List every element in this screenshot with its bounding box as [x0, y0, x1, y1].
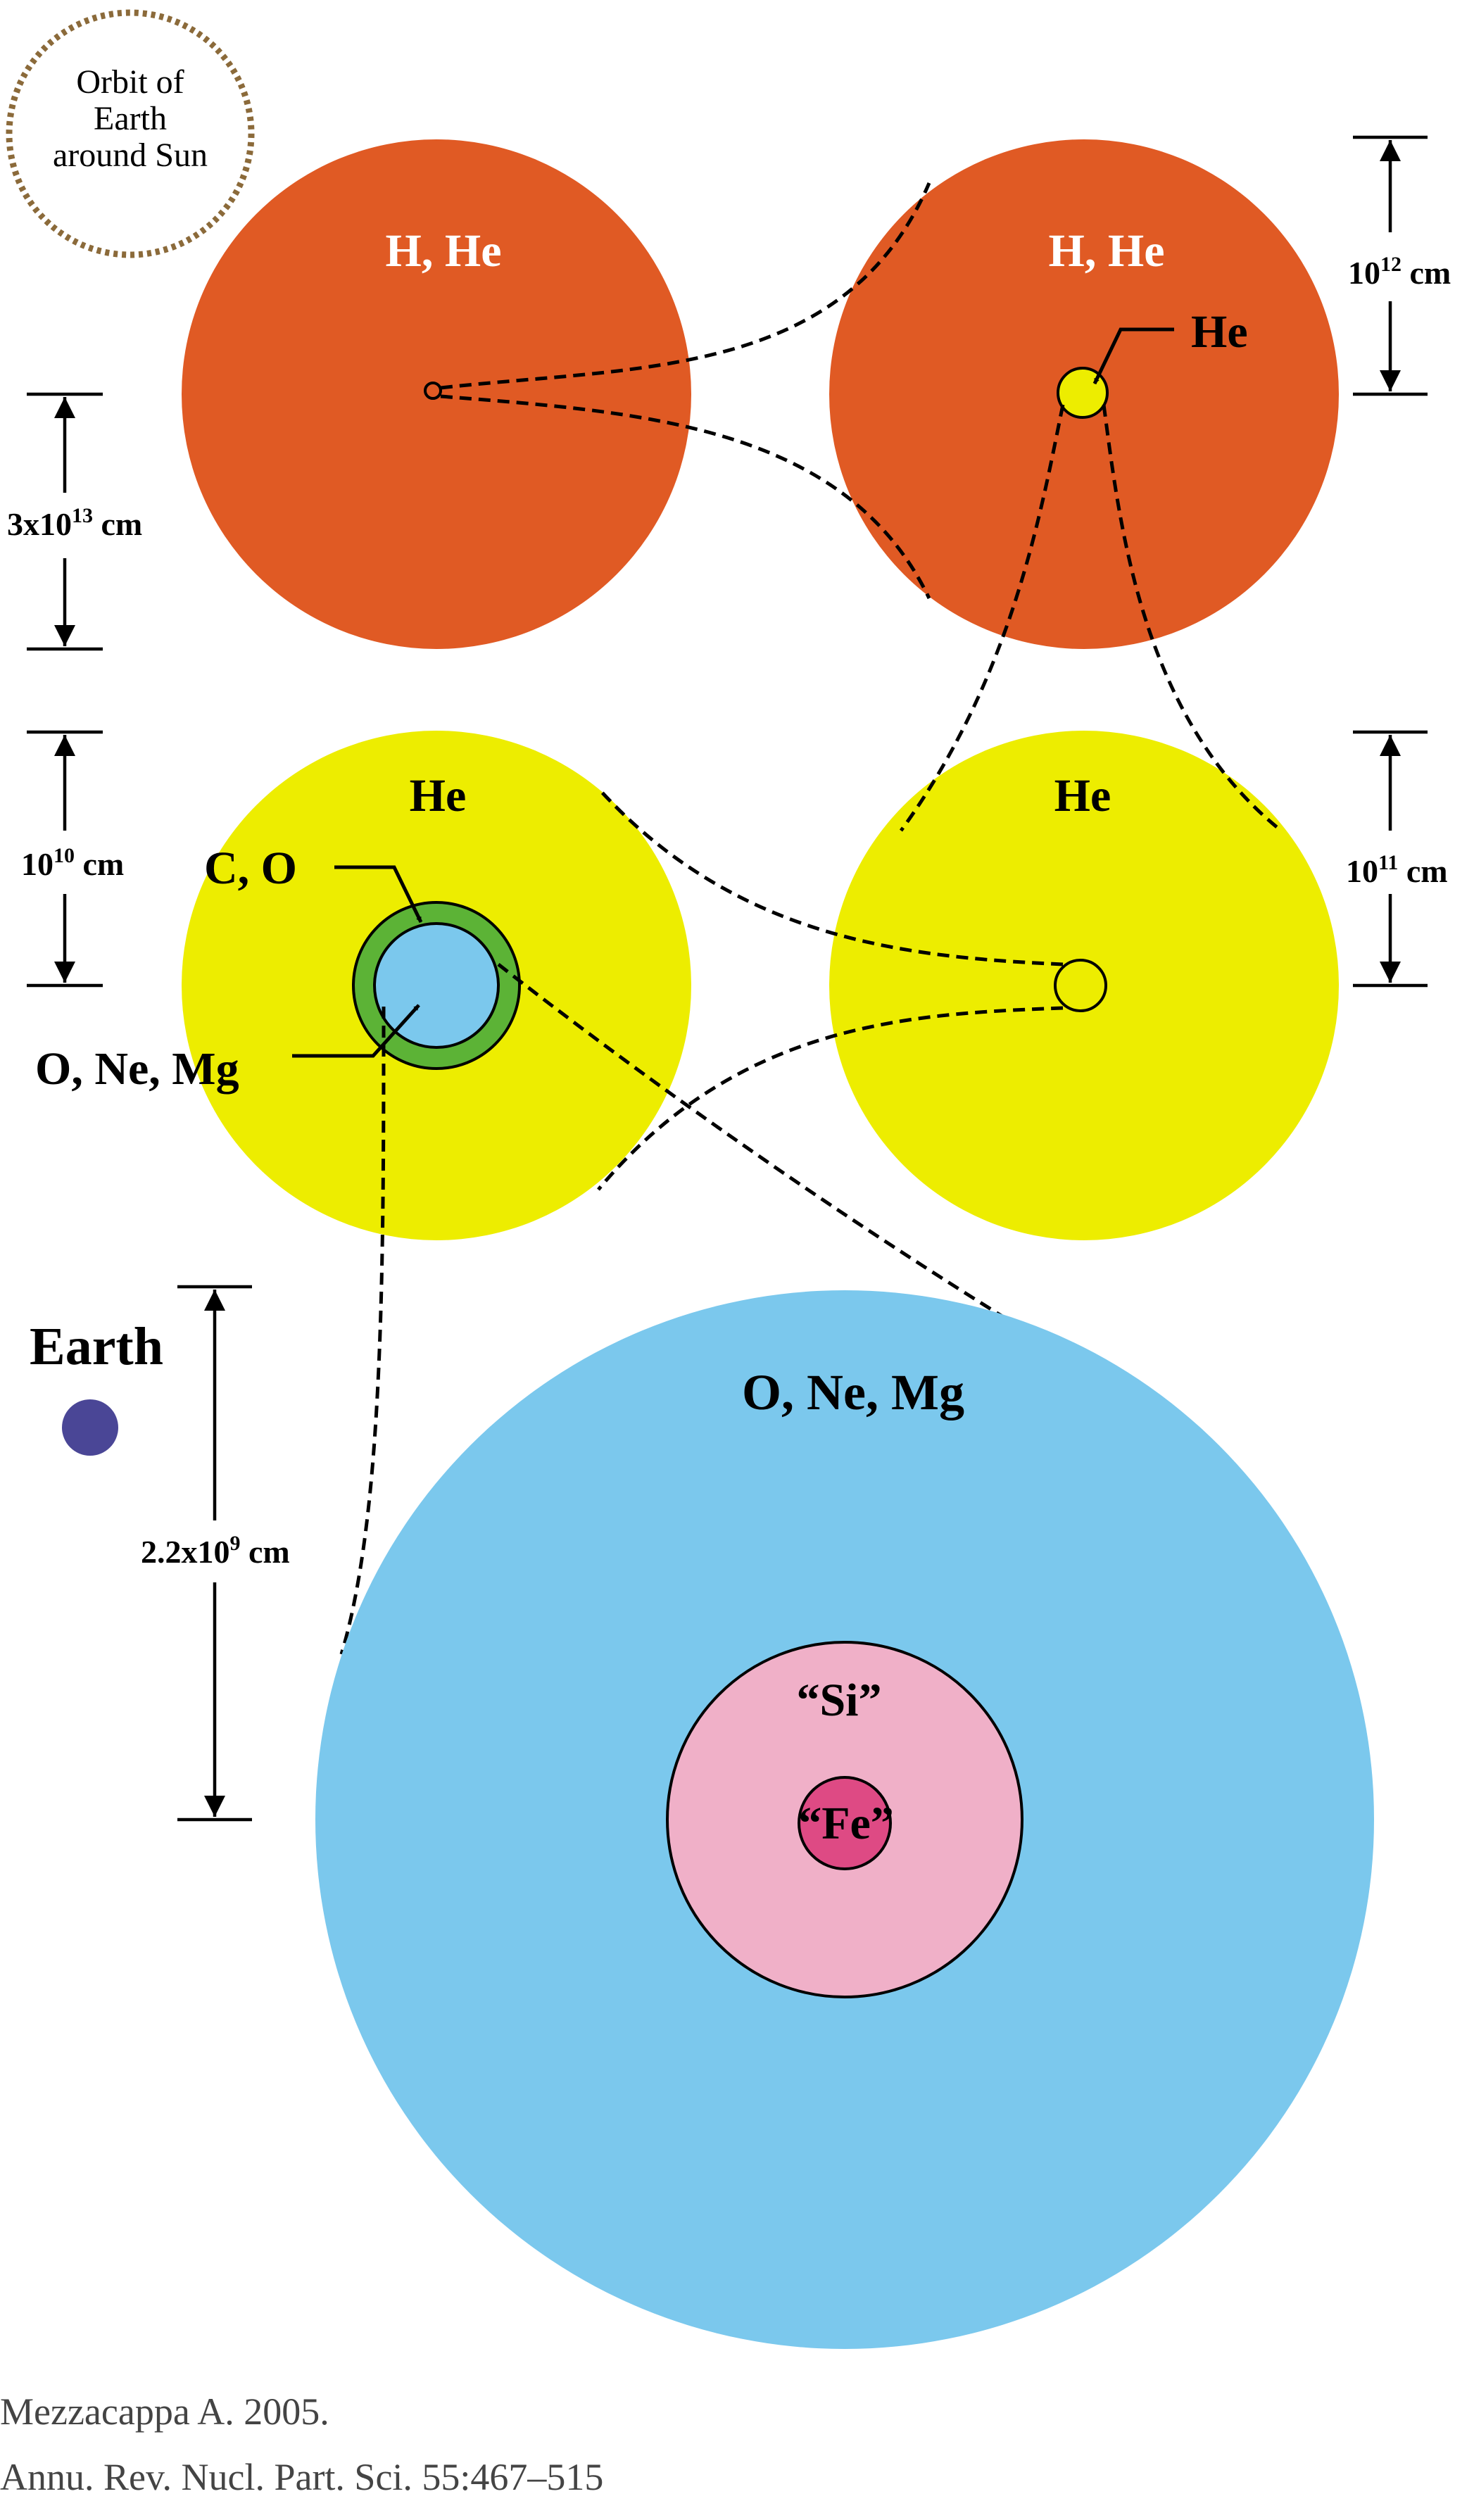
svg-text:1012 cm: 1012 cm: [1348, 253, 1451, 291]
zoom-line-he-upper: [597, 787, 1064, 966]
scale-left-top-base: 3x10: [7, 506, 72, 542]
scale-left-mid-unit: cm: [75, 846, 124, 882]
scale-bottom-exp: 9: [230, 1532, 241, 1555]
scale-right-top-unit: cm: [1401, 255, 1451, 291]
svg-text:2.2x109 cm: 2.2x109 cm: [141, 1532, 290, 1570]
orbit-label-line3: around Sun: [53, 137, 208, 174]
fe-label: “Fe”: [798, 1798, 894, 1849]
zoom-line-top-lower: [440, 394, 931, 600]
onemg-big-label: O, Ne, Mg: [742, 1364, 964, 1420]
hhe-left-label: H, He: [386, 225, 502, 277]
zoom-line-mid-right: [1102, 404, 1283, 832]
zoom-line-mid-left: [899, 404, 1065, 832]
scale-left-top-exp: 13: [72, 504, 93, 527]
scale-right-top-base: 10: [1348, 255, 1380, 291]
citation-line1: Mezzacappa A. 2005.: [0, 2390, 329, 2433]
scale-bar-right-mid: 1011 cm: [1346, 730, 1448, 988]
scale-bar-left-top: 3x1013 cm: [7, 392, 142, 651]
earth-label: Earth: [30, 1317, 163, 1376]
red-giant-core-left: [424, 382, 442, 400]
red-giant-envelope-left: [182, 139, 691, 649]
zoom-line-big-right: [497, 963, 1015, 1325]
scale-bottom-unit: cm: [241, 1534, 290, 1570]
hhe-right-label: H, He: [1049, 225, 1165, 277]
scale-right-top-exp: 12: [1380, 253, 1401, 276]
svg-text:1010 cm: 1010 cm: [21, 844, 124, 882]
helium-star-right: [829, 731, 1339, 1240]
scale-bottom-base: 2.2x10: [141, 1534, 230, 1570]
helium-star-right-core: [1054, 959, 1107, 1012]
scale-right-mid-unit: cm: [1398, 853, 1447, 889]
onemg-pointer-arrow: [292, 1004, 420, 1058]
earth-dot: [62, 1399, 118, 1456]
zoom-line-top-upper: [440, 182, 931, 390]
citation-line2: Annu. Rev. Nucl. Part. Sci. 55:467–515: [0, 2456, 604, 2498]
svg-text:3x1013 cm: 3x1013 cm: [7, 504, 142, 542]
scale-right-mid-base: 10: [1346, 853, 1378, 889]
co-pointer-label: C, O: [204, 843, 297, 894]
scale-left-mid-exp: 10: [53, 844, 75, 867]
he-right-label: He: [1054, 770, 1111, 821]
onemg-core-small: [373, 922, 500, 1049]
iron-core: [798, 1776, 892, 1870]
onemg-pointer-label: O, Ne, Mg: [35, 1043, 239, 1095]
si-label: “Si”: [796, 1675, 881, 1726]
orbit-label-line2: Earth: [94, 100, 167, 137]
scale-bar-bottom: 2.2x109 cm: [141, 1285, 290, 1822]
scale-bar-right-top: 1012 cm: [1348, 135, 1451, 396]
scale-left-top-unit: cm: [93, 506, 142, 542]
scale-right-mid-exp: 11: [1378, 851, 1398, 874]
co-pointer-arrow: [334, 865, 423, 924]
he-core-pointer-label: He: [1191, 306, 1248, 358]
earth-orbit-circle: [6, 9, 255, 258]
he-core-pointer-arrow: [1092, 327, 1174, 385]
zoom-line-big-left: [339, 1006, 386, 1655]
orbit-label-line1: Orbit of: [76, 63, 184, 101]
zoom-line-he-lower: [597, 1006, 1064, 1191]
scale-left-mid-base: 10: [21, 846, 53, 882]
scale-bar-left-mid: 1010 cm: [21, 730, 124, 988]
he-left-label: He: [410, 770, 467, 821]
svg-text:1011 cm: 1011 cm: [1346, 851, 1448, 889]
